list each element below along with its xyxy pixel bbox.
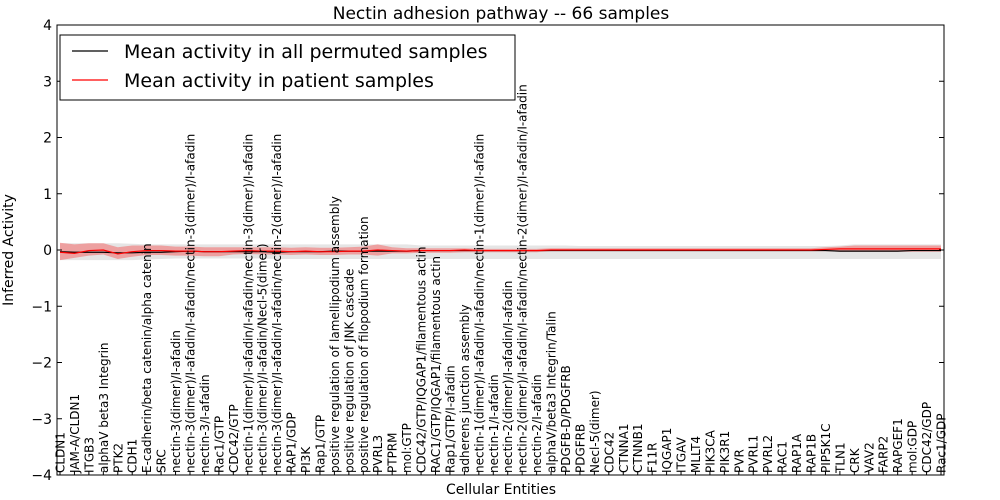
x-tick-label: nectin-1(dimer)/I-afadin/I-afadin/nectin…	[241, 134, 255, 473]
x-tick-label: nectin-3(dimer)/I-afadin/I-afadin/nectin…	[183, 134, 197, 473]
x-tick-label: IQGAP1	[660, 428, 674, 473]
x-tick-label: RAPGEF1	[891, 418, 905, 473]
x-tick-label: CLDN1	[54, 432, 68, 473]
x-tick-label: CDC42/GDP	[920, 402, 934, 473]
x-tick-label: RAP1B	[805, 434, 819, 473]
x-tick-label: nectin-3(dimer)/I-afadin	[169, 330, 183, 473]
x-tick-label: nectin-1/I-afadin	[487, 374, 501, 473]
x-tick-label: JAM-A/CLDN1	[68, 394, 82, 474]
x-tick-label: RAC1/GTP/IQGAP1/filamentous actin	[429, 256, 443, 473]
x-tick-label: Rap1/GTP/I-afadin	[443, 365, 457, 473]
x-tick-label: FARP2	[877, 436, 891, 473]
x-tick-label: CDC42	[602, 432, 616, 473]
x-tick-label: alphaV beta3 Integrin	[97, 342, 111, 473]
x-tick-label: Rac1/GDP	[935, 414, 949, 473]
plot-frame	[56, 24, 945, 476]
x-tick-label: CDC42/GTP/IQGAP1/filamentous actin	[415, 247, 429, 473]
y-axis-ticks: −4 −3 −2 −1 0 1 2 3 4	[31, 18, 944, 484]
x-tick-label: PDGFRB	[573, 424, 587, 473]
x-tick-label: RAC1	[776, 441, 790, 473]
x-tick-label: positive regulation of filopodium format…	[357, 216, 371, 473]
y-tick-label: 2	[43, 131, 52, 147]
x-tick-label: ITGB3	[82, 437, 96, 473]
x-tick-label: nectin-1(dimer)/I-afadin/I-afadin/nectin…	[472, 134, 486, 473]
x-tick-label: nectin-2(dimer)/I-afadin/I-afadin/nectin…	[516, 84, 530, 473]
chart-title: Nectin adhesion pathway -- 66 samples	[333, 4, 670, 24]
x-tick-label: RAP1/GDP	[285, 412, 299, 473]
x-tick-label: positive regulation of JNK cascade	[342, 269, 356, 473]
x-tick-label: CDC42/GTP	[227, 404, 241, 473]
x-tick-label: TLN1	[833, 442, 847, 474]
x-tick-label: ITGAV	[675, 436, 689, 473]
y-tick-label: 3	[43, 74, 52, 90]
x-tick-label: nectin-3(dimer)/I-afadin/I-afadin/nectin…	[270, 134, 284, 473]
x-tick-label: RAP1A	[790, 433, 804, 473]
x-tick-label: Necl-5(dimer)	[588, 390, 602, 473]
x-tick-label: CDH1	[126, 439, 140, 473]
x-tick-label: adherens junction assembly	[458, 304, 472, 473]
legend: Mean activity in all permuted samplesMea…	[59, 34, 516, 101]
y-tick-label: 0	[43, 243, 52, 259]
x-tick-label: mol:GDP	[906, 421, 920, 473]
x-tick-label: PVR	[732, 449, 746, 473]
y-tick-label: −2	[31, 356, 52, 372]
x-tick-label: nectin-3/I-afadin	[198, 374, 212, 473]
x-tick-label: Rac1/GTP	[212, 416, 226, 473]
x-tick-label: MLLT4	[689, 436, 703, 473]
x-tick-label: CTNNA1	[617, 423, 631, 473]
x-tick-label: nectin-2(dimer)/I-afadin/I-afadin	[501, 281, 515, 473]
x-tick-label: PTK2	[111, 443, 125, 473]
confidence-bands	[60, 242, 941, 261]
legend-box	[59, 34, 516, 101]
x-tick-label: nectin-3(dimer)/I-afadin/Necl-5(dimer)	[256, 243, 270, 473]
y-tick-label: −3	[31, 412, 52, 428]
series-band-0	[60, 243, 941, 261]
x-tick-label: PVRL3	[371, 435, 385, 473]
x-tick-label: CTNNB1	[631, 423, 645, 473]
x-tick-label: nectin-2/I-afadin	[530, 374, 544, 473]
legend-label-0: Mean activity in all permuted samples	[124, 41, 487, 63]
y-tick-label: 4	[43, 18, 52, 34]
x-tick-label: PI3K	[299, 446, 313, 473]
x-tick-label: E-cadherin/beta catenin/alpha catenin	[140, 243, 154, 473]
x-tick-label: PDGFB-D/PDGFRB	[559, 365, 573, 473]
y-tick-label: −4	[31, 468, 52, 484]
x-tick-label: positive regulation of lamellipodium ass…	[328, 196, 342, 473]
x-tick-label: PIK3R1	[718, 431, 732, 473]
series-lines	[59, 248, 941, 255]
legend-label-1: Mean activity in patient samples	[124, 70, 434, 92]
x-tick-label: mol:GTP	[400, 423, 414, 473]
y-axis-label: Inferred Activity	[1, 194, 17, 306]
y-tick-label: −1	[31, 299, 52, 315]
x-tick-label: PIK3CA	[703, 429, 717, 473]
x-axis-ticks	[59, 471, 942, 475]
series-line-1	[59, 248, 941, 255]
x-tick-label: PTPRM	[386, 433, 400, 474]
series-band-1	[60, 242, 941, 261]
x-tick-label: SRC	[155, 449, 169, 473]
x-tick-label: PVRL2	[761, 435, 775, 473]
x-tick-label: F11R	[646, 442, 660, 473]
x-tick-label: PIP5K1C	[819, 423, 833, 473]
x-tick-label: alphaV/beta3 Integrin/Talin	[545, 311, 559, 473]
x-tick-label: CRK	[848, 447, 862, 473]
x-tick-label: PVRL1	[747, 435, 761, 473]
y-tick-label: 1	[43, 187, 52, 203]
x-tick-label: Rap1/GTP	[313, 415, 327, 473]
x-tick-label: VAV2	[862, 442, 876, 473]
x-axis-label: Cellular Entities	[446, 482, 556, 498]
